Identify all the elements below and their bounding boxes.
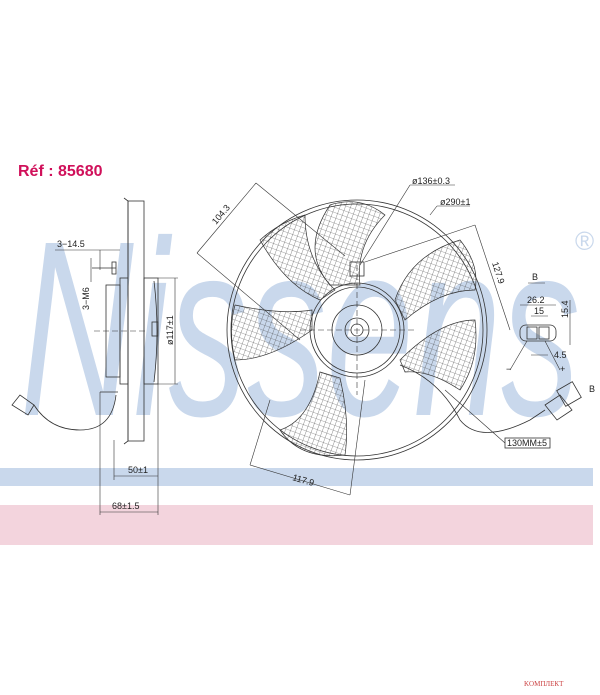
connector-height: 15.4 <box>560 300 570 318</box>
connector-pin-gap: 4.5 <box>554 350 567 360</box>
connector-pointer-label: B <box>589 384 595 394</box>
footer-logo: KOMПЛЕКТ <box>524 680 564 688</box>
connector-width: 26.2 <box>527 295 545 305</box>
side-view <box>11 197 178 515</box>
dim-motor-diameter: ø117±1 <box>165 315 175 345</box>
reference-number: Réf : 85680 <box>18 163 103 180</box>
front-view <box>196 182 582 496</box>
dim-bolt-spacing: 3−14.5 <box>57 239 85 249</box>
connector-plus: + <box>560 364 565 374</box>
connector-detail <box>509 282 571 371</box>
registered-mark: ® <box>575 226 594 256</box>
dim-hub-diameter: ø136±0.3 <box>412 176 450 186</box>
connector-view-label: B <box>532 272 538 282</box>
blue-band <box>0 468 593 486</box>
connector-minus: − <box>506 364 511 374</box>
pink-band <box>0 505 593 545</box>
dim-fan-diameter: ø290±1 <box>440 197 470 207</box>
dim-bolts: 3−M6 <box>81 287 91 310</box>
dim-cable-length: 130MM±5 <box>507 438 547 448</box>
connector-inner-width: 15 <box>534 306 544 316</box>
dim-depth-total: 68±1.5 <box>112 501 139 511</box>
dim-depth-motor: 50±1 <box>128 465 148 475</box>
